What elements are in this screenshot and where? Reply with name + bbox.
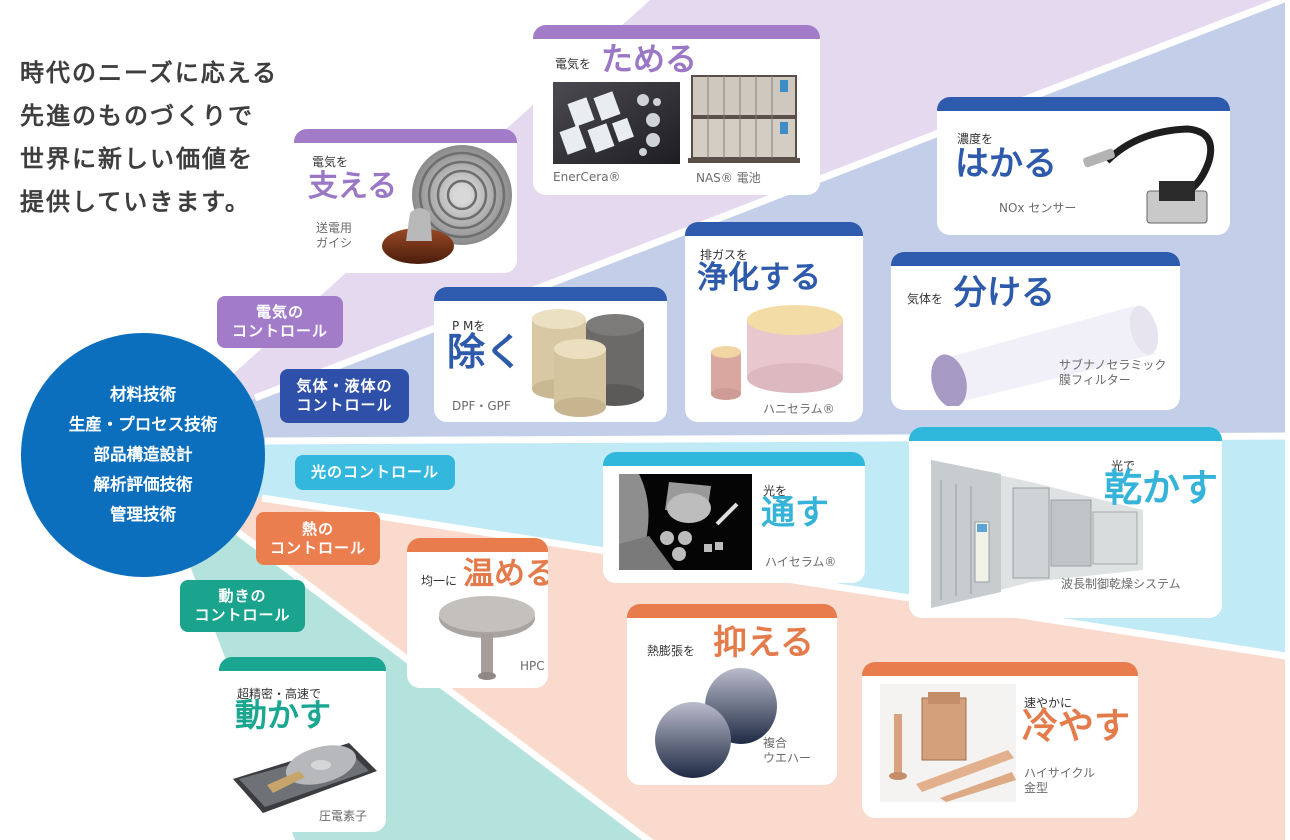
card-prefix: 電気を [312,155,349,169]
category-label-electric: 電気の コントロール [217,296,343,348]
card-header-bar [219,657,386,671]
card-header-bar [533,25,820,39]
card-verb: 除く [447,330,524,374]
card-product-secondary: NAS® 電池 [696,171,761,185]
card-product: 複合 ウエハー [763,736,812,765]
card-header-bar [407,538,548,552]
core-technology-circle: 材料技術 生産・プロセス技術 部品構造設計 解析評価技術 管理技術 [21,333,265,577]
composite-wafer-image [651,666,781,780]
category-label-motion: 動きの コントロール [180,580,305,632]
card-header-bar [909,427,1222,441]
card-prefix: 排ガスを [700,248,749,262]
card-prefix: P Mを [452,319,486,333]
tagline: 時代のニーズに応える 先進のものづくりで 世界に新しい価値を 提供していきます。 [20,52,278,224]
category-label-line: 動きの [218,587,267,605]
card-verb: 分ける [953,273,1055,313]
dpf-gpf-image [524,305,659,419]
category-label-line: 熱の [301,519,334,538]
card-header-bar [937,97,1230,111]
card-purify-exhaust: 排ガスを 浄化する ハニセラム® [685,222,863,422]
card-move-precisely: 超精密・高速で 動かす 圧電素子 [219,657,386,832]
card-product: サブナノセラミック 膜フィルター [1059,358,1167,387]
card-cool-quickly: 速やかに 冷やす ハイサイクル 金型 [862,662,1138,818]
core-tech-item: 材料技術 [110,385,176,404]
card-prefix: 光を [763,484,788,498]
category-label-line: コントロール [194,606,291,624]
card-prefix: 均一に [421,574,458,588]
card-prefix: 熱膨張を [647,644,696,658]
card-verb: 通す [761,493,829,533]
hpc-heater-image [435,596,545,684]
high-cycle-mold-image [880,684,1016,802]
hiceram-image [619,474,752,570]
card-measure-concentration: 濃度を はかる NOx センサー [937,97,1230,235]
nas-battery-image [688,70,800,165]
card-verb: 動かす [235,696,332,734]
insulator-image [380,141,514,269]
card-prefix: 超精密・高速で [237,687,322,701]
card-product: ハニセラム® [763,402,835,416]
card-verb: 支える [308,169,398,204]
drying-system-image [931,460,1143,610]
card-product: 送電用 ガイシ [316,221,353,250]
card-header-bar [434,287,667,301]
category-label-line: コントロール [231,322,328,340]
category-label-line: 電気の [255,303,304,321]
tagline-line: 先進のものづくりで [20,102,254,130]
tagline-line: 世界に新しい価値を [20,145,254,173]
membrane-filter-image [919,298,1164,406]
card-prefix: 速やかに [1024,696,1073,710]
enercera-battery-image [553,82,680,164]
tagline-line: 提供していきます。 [20,188,251,216]
honeyceram-image [705,304,853,402]
card-verb: はかる [955,144,1057,184]
card-product: ハイサイクル 金型 [1024,766,1096,795]
card-verb: ためる [601,40,698,78]
card-prefix: 光で [1111,459,1136,473]
card-header-bar [627,604,837,618]
card-header-bar [294,129,517,143]
card-prefix: 気体を [907,292,944,306]
nox-sensor-image [1077,111,1227,233]
card-prefix: 電気を [555,57,592,71]
card-header-bar [862,662,1138,676]
hdd-piezo-image [229,737,379,817]
card-verb: 浄化する [697,260,821,296]
core-tech-item: 管理技術 [110,505,176,524]
card-header-bar [685,222,863,236]
card-product: HPC [520,659,545,673]
category-label-heat: 熱の コントロール [256,512,380,565]
tagline-line: 時代のニーズに応える [20,59,279,87]
core-tech-item: 部品構造設計 [93,445,193,464]
card-separate-gas: 気体を 分ける サブナノセラミック 膜フィルター [891,252,1180,410]
category-label-gas-liquid: 気体・液体の コントロール [280,369,409,423]
card-verb: 冷やす [1022,706,1131,747]
card-product: ハイセラム® [765,555,837,569]
core-tech-item: 生産・プロセス技術 [68,415,218,434]
card-verb: 乾かす [1104,466,1219,510]
card-header-bar [891,252,1180,266]
card-remove-pm: P Mを 除く DPF・GPF [434,287,667,422]
card-product: DPF・GPF [452,399,511,413]
category-label-line: コントロール [296,396,393,414]
category-label-line: コントロール [269,538,366,557]
category-label-light: 光のコントロール [295,455,455,490]
card-product: 波長制御乾燥システム [1061,577,1181,591]
category-label-line: 気体・液体の [296,377,393,395]
card-dry-with-light: 光で 乾かす 波長制御乾燥システム [909,427,1222,618]
card-product: 圧電素子 [319,809,368,823]
category-label-line: 光のコントロール [310,463,439,481]
card-prefix: 濃度を [957,132,994,146]
card-verb: 温める [463,556,548,592]
card-transmit-light: 光を 通す ハイセラム® [603,452,865,583]
card-store-electricity: 電気を ためる EnerCera® NAS® 電池 [533,25,820,195]
card-heat-uniformly: 均一に 温める HPC [407,538,548,688]
card-header-bar [603,452,865,466]
card-product: EnerCera® [553,170,621,184]
core-tech-item: 解析評価技術 [93,475,193,494]
card-verb: 抑える [713,623,814,663]
card-support-electricity: 電気を 支える 送電用 ガイシ [294,129,517,273]
card-suppress-expansion: 熱膨張を 抑える 複合 ウエハー [627,604,837,785]
card-product: NOx センサー [999,201,1077,215]
